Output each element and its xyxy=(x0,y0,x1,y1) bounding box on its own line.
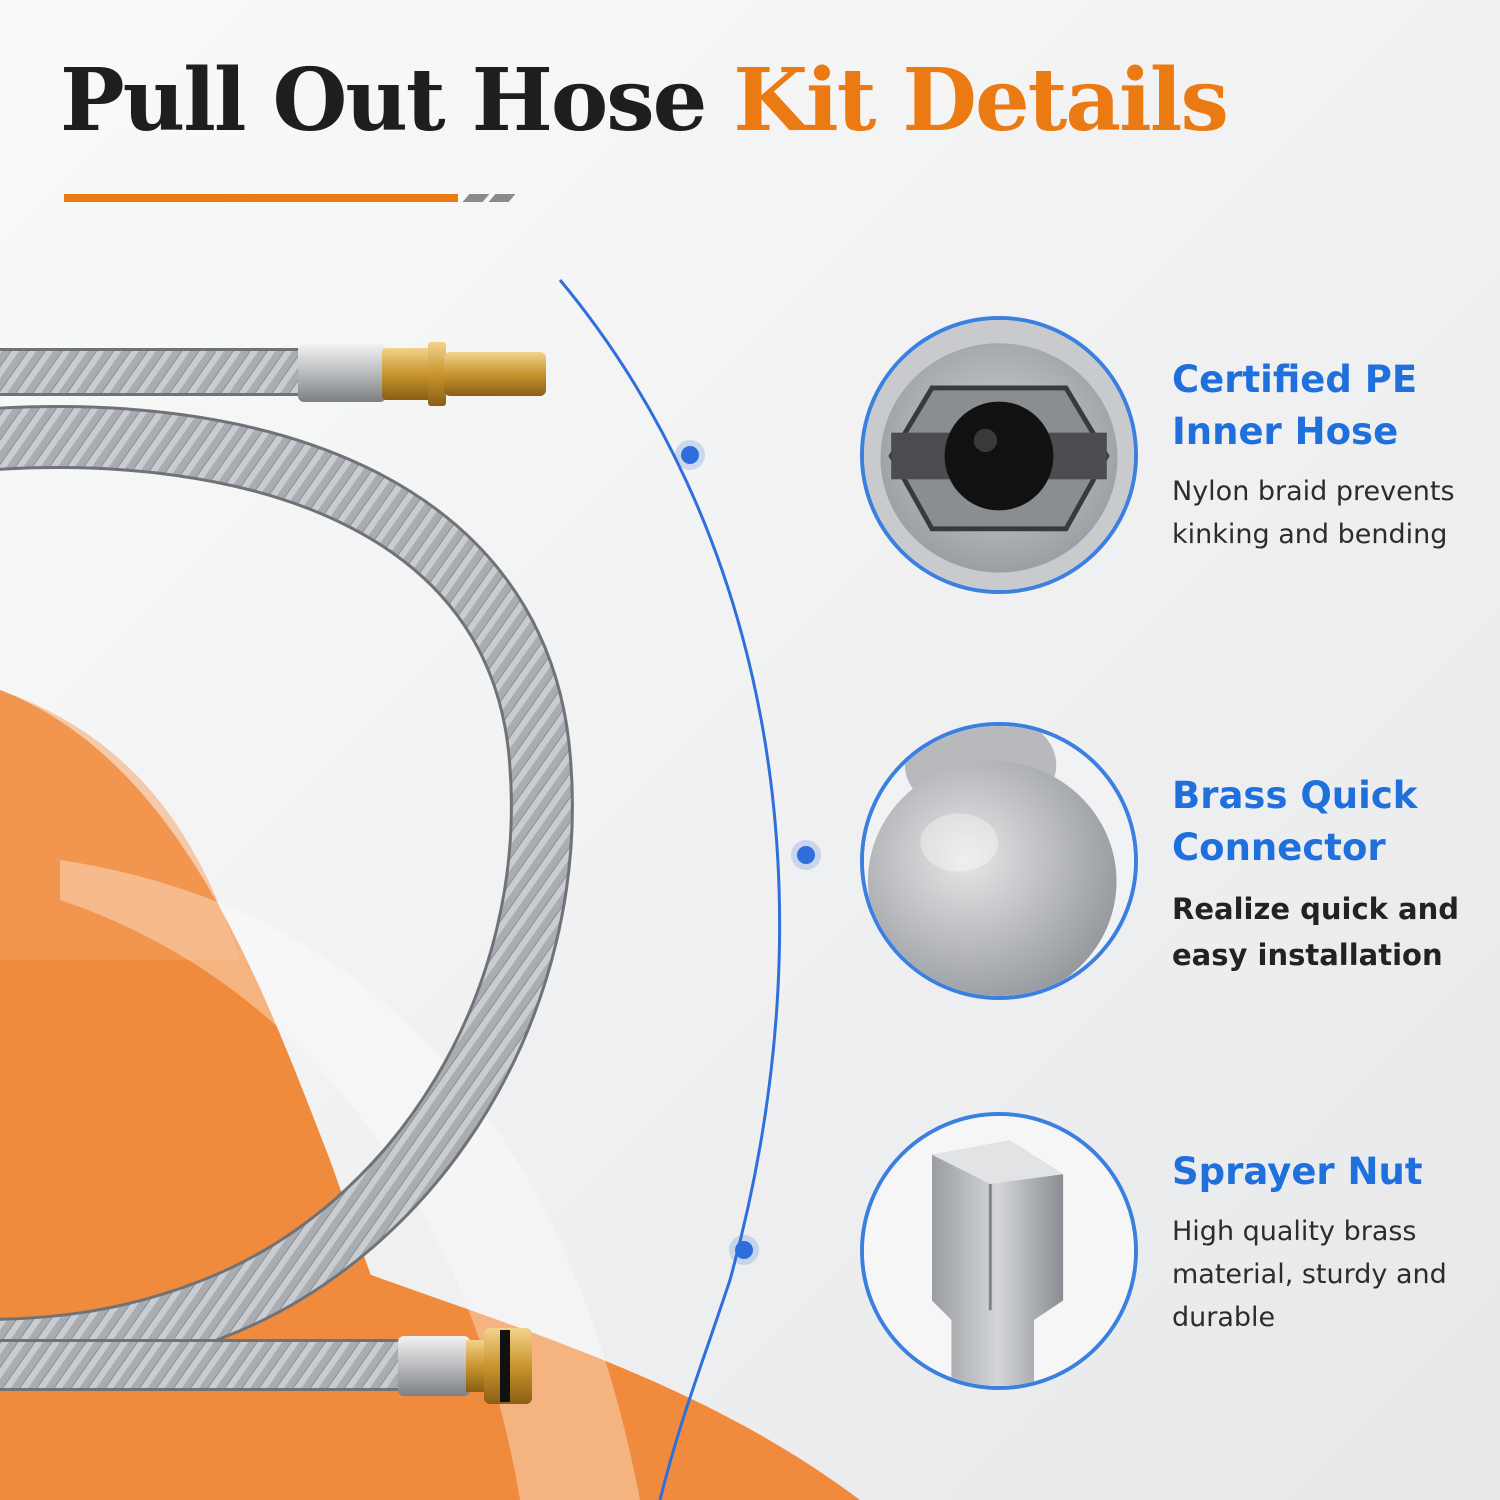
feature-3-heading: Sprayer Nut xyxy=(1172,1150,1423,1193)
feature-1-description: Nylon braid prevents kinking and bending xyxy=(1172,476,1455,550)
feature-brass-connector: Brass Quick Connector Realize quick and … xyxy=(1172,770,1492,978)
timeline-dot-3 xyxy=(735,1241,753,1259)
page-title: Pull Out Hose Kit Details xyxy=(60,50,1229,151)
hex-nut-detail-icon xyxy=(860,1112,1138,1390)
timeline-dot-1 xyxy=(681,446,699,464)
ball-connector-detail-icon xyxy=(860,722,1138,1000)
timeline-dot-2 xyxy=(797,846,815,864)
feature-2-description: Realize quick and easy installation xyxy=(1172,892,1459,972)
brass-connector-top xyxy=(382,348,432,400)
hose-ferrule-top xyxy=(298,344,386,402)
feature-2-heading: Brass Quick Connector xyxy=(1172,774,1418,869)
timeline-arc xyxy=(558,279,782,1500)
title-part-1: Pull Out Hose xyxy=(60,50,707,151)
hose-end-detail-icon xyxy=(860,316,1138,594)
hose-ferrule-bottom xyxy=(398,1336,470,1396)
title-part-2: Kit Details xyxy=(733,50,1229,151)
feature-sprayer-nut: Sprayer Nut High quality brass material,… xyxy=(1172,1146,1492,1339)
title-underline xyxy=(64,192,524,206)
orange-wave-lower xyxy=(330,1260,860,1500)
braided-hose xyxy=(0,348,574,1391)
feature-3-description: High quality brass material, sturdy and … xyxy=(1172,1216,1447,1333)
feature-inner-hose: Certified PE Inner Hose Nylon braid prev… xyxy=(1172,354,1492,556)
feature-1-heading: Certified PE Inner Hose xyxy=(1172,358,1418,453)
